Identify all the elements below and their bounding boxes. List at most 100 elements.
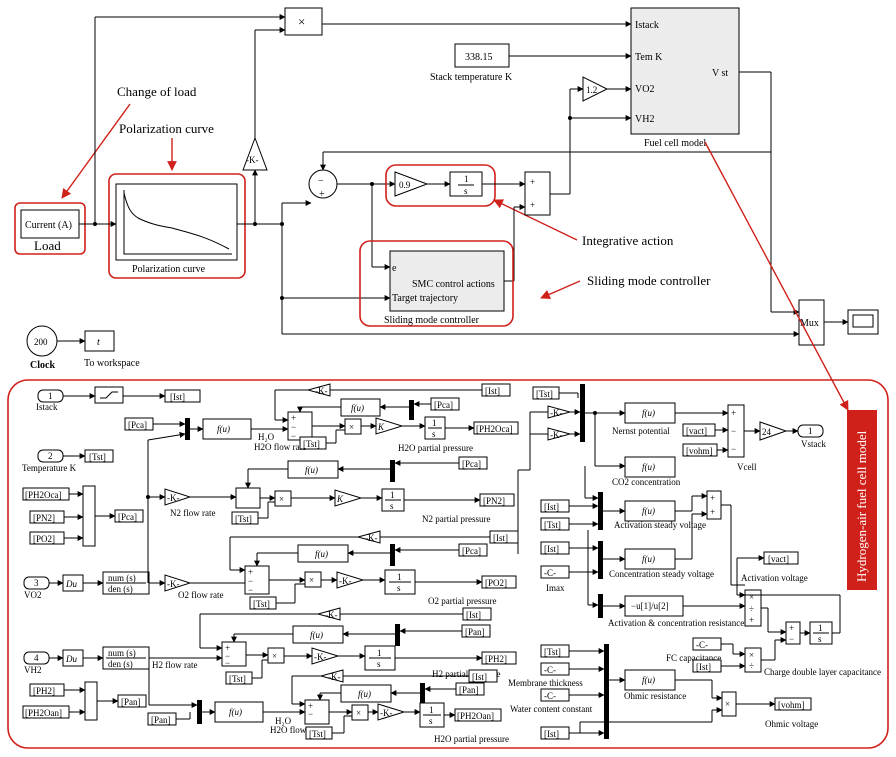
sum-h2[interactable] — [221, 641, 247, 667]
svg-text:[PH2Oca]: [PH2Oca] — [25, 490, 62, 500]
svg-text:[Ist]: [Ist] — [544, 502, 559, 512]
fu-activation[interactable]: f(u) — [624, 500, 676, 522]
multiply-symbol: × — [298, 14, 305, 29]
mux-bar-conc — [598, 541, 603, 579]
svg-text:+: + — [749, 615, 754, 625]
svg-text:Du: Du — [65, 579, 77, 589]
sum-n2[interactable] — [235, 487, 261, 509]
fc-capacitance-label: FC capacitance — [666, 653, 721, 663]
gain-k-o2-top[interactable]: -K- — [356, 530, 381, 544]
svg-text:[PH2Oan]: [PH2Oan] — [25, 708, 62, 718]
gain-k-h2o-top[interactable]: -K- — [306, 383, 331, 397]
svg-text:[Tst]: [Tst] — [544, 520, 561, 530]
svg-text:[Pca]: [Pca] — [128, 420, 147, 430]
fu-n2[interactable]: f(u) — [287, 460, 339, 479]
gain-k-nernst-1[interactable]: -K- — [547, 405, 572, 419]
in-port-temperature[interactable]: 2 Temperature K — [22, 449, 77, 473]
svg-text:−: − — [291, 431, 296, 441]
integrative-action-group[interactable]: 0.9 1 s — [385, 164, 496, 207]
tf-o2[interactable]: num (s) den (s) — [102, 571, 150, 595]
sum-pan[interactable] — [84, 681, 98, 721]
tf-h2[interactable]: num (s) den (s) — [102, 646, 150, 670]
const-imax[interactable]: -C- — [540, 565, 570, 579]
gain-k-o2[interactable]: -K- — [336, 571, 365, 589]
sum-junction[interactable]: − + — [308, 169, 338, 200]
polarization-curve-block[interactable]: Polarization curve — [108, 173, 246, 279]
sum-o2[interactable] — [244, 565, 270, 595]
svg-text:den (s): den (s) — [108, 659, 133, 669]
fu-h2o-an-flow[interactable]: f(u) — [214, 701, 264, 723]
fu-nernst[interactable]: f(u) — [624, 402, 676, 424]
gain-k-block[interactable]: -K- — [242, 136, 268, 171]
to-workspace-value: t — [97, 337, 100, 348]
const-water[interactable]: -C- — [540, 688, 570, 702]
smc-label: Sliding mode controller — [384, 315, 480, 326]
from-vohm: [vohm] — [682, 443, 718, 457]
gain-n2-flow[interactable]: -K- — [164, 488, 192, 506]
svg-text:3: 3 — [34, 578, 39, 588]
in-port-istack[interactable]: 1 Istack — [36, 389, 64, 412]
svg-text:-K-: -K- — [167, 579, 180, 589]
svg-text:f(u): f(u) — [642, 462, 655, 472]
fu-o2[interactable]: f(u) — [297, 544, 349, 563]
load-block[interactable]: Current (A) Load — [14, 202, 86, 255]
from-ist-c: [Ist] — [462, 607, 492, 621]
sliding-mode-controller-block[interactable]: e SMC control actions Target trajectory … — [359, 240, 514, 327]
svg-text:÷: ÷ — [749, 661, 754, 671]
gain-k-h2[interactable]: -K- — [311, 647, 340, 665]
fu-concentration[interactable]: f(u) — [624, 548, 676, 570]
sum-h2o-an[interactable] — [304, 699, 330, 725]
from-ist-a: [Ist] — [481, 383, 511, 397]
fu-h2o-flow[interactable]: f(u) — [202, 418, 252, 440]
int-h2o-ca[interactable]: 1 s — [424, 416, 446, 440]
multiply-block[interactable]: × — [284, 7, 323, 36]
int-cap[interactable]: 1 s — [809, 621, 833, 645]
fu-ohmic[interactable]: f(u) — [624, 669, 676, 691]
gain-o2-block[interactable]: 1.2 — [582, 76, 609, 102]
int-o2[interactable]: 1 s — [384, 569, 416, 595]
svg-text:[vact]: [vact] — [686, 426, 707, 436]
to-workspace-block[interactable]: t To workspace — [84, 330, 140, 369]
svg-text:-C-: -C- — [544, 691, 556, 701]
in-port-vo2[interactable]: 3 VO2 — [23, 576, 50, 600]
gain-k-an-top[interactable]: -K- — [319, 669, 344, 683]
gain-k-n2[interactable]: K — [334, 489, 363, 507]
in-port-vh2[interactable]: 4 VH2 — [23, 651, 50, 675]
gain-24[interactable]: 24 — [759, 421, 788, 441]
stack-temperature-constant[interactable]: 338.15 Stack temperature K — [430, 43, 513, 83]
gain-k-h2-top[interactable]: -K- — [316, 607, 341, 621]
const-membrane[interactable]: -C- — [540, 662, 570, 676]
mux-bar-ohmic — [604, 644, 609, 739]
svg-text:[vohm]: [vohm] — [778, 700, 805, 710]
mux-bar-1 — [185, 418, 190, 440]
gain-k-h2o-ca[interactable]: K — [375, 417, 404, 435]
out-port-vstack[interactable]: 1 Vstack — [797, 424, 826, 449]
fuel-cell-model-block[interactable]: Istack Tem K VO2 VH2 V st Fuel cell mode… — [630, 7, 740, 149]
sum-block[interactable]: + + — [524, 171, 551, 216]
svg-text:H₂O: H₂O — [258, 432, 275, 442]
scope-block[interactable] — [847, 309, 879, 335]
fu-h2[interactable]: f(u) — [292, 625, 344, 644]
ohmic-resistance-label: Ohmic resistance — [624, 691, 686, 701]
sum-pca[interactable] — [82, 485, 96, 547]
fu-co2[interactable]: f(u) — [624, 456, 676, 478]
goto-ist: [Ist] — [164, 389, 201, 403]
const-fc-cap[interactable]: -C- — [692, 637, 722, 651]
gain-o2-flow[interactable]: -K- — [164, 574, 192, 592]
svg-text:-K-: -K- — [365, 533, 378, 543]
svg-text:-C-: -C- — [544, 665, 556, 675]
gain-k-nernst-2[interactable]: -K- — [547, 427, 572, 441]
int-h2[interactable]: 1 s — [364, 645, 396, 671]
fu-h2o-ca-top[interactable]: f(u) — [340, 398, 381, 417]
svg-text:-K-: -K- — [328, 672, 341, 682]
fu-h2o-an[interactable]: f(u) — [340, 684, 392, 703]
svg-text:Temperature K: Temperature K — [22, 463, 77, 473]
gain-k-h2o-an[interactable]: -K- — [377, 703, 406, 721]
int-n2[interactable]: 1 s — [381, 488, 405, 512]
int-h2o-an[interactable]: 1 s — [419, 702, 445, 728]
fcn-act-conc[interactable]: −u[1]/u[2] — [624, 595, 684, 617]
svg-text:f(u): f(u) — [229, 707, 242, 717]
mux-block[interactable]: Mux — [798, 299, 825, 346]
clock-block[interactable]: 200 Clock — [26, 325, 58, 371]
svg-text:f(u): f(u) — [217, 424, 230, 434]
